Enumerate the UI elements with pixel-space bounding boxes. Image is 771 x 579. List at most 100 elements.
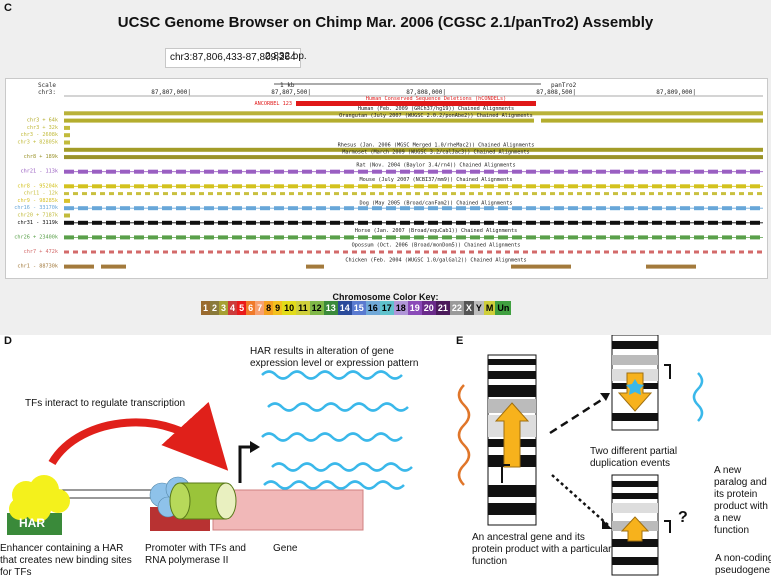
chain-block	[568, 192, 573, 196]
chain-block	[526, 184, 536, 189]
chain-block	[442, 169, 452, 174]
chain-block	[568, 220, 578, 225]
chain-block	[750, 206, 760, 211]
chain-block	[372, 184, 382, 189]
chain-block	[550, 192, 555, 196]
chain-block	[582, 184, 592, 189]
chain-block	[302, 206, 312, 211]
chain-block	[484, 206, 494, 211]
chain-block	[100, 250, 105, 254]
chain-block	[288, 235, 298, 240]
track-chrom-label: chr3 + 82805k	[17, 140, 58, 146]
chain-block	[433, 192, 438, 196]
chain-block	[397, 250, 402, 254]
chain-block	[176, 184, 186, 189]
transcript-wave	[263, 480, 405, 490]
chain-block	[442, 250, 447, 254]
condel-feature	[296, 101, 536, 106]
chain-block	[78, 220, 88, 225]
chain-block	[712, 250, 717, 254]
chain-block	[109, 250, 114, 254]
chain-block	[511, 264, 571, 269]
chain-block	[64, 220, 74, 225]
chain-block	[526, 169, 536, 174]
chain-block	[708, 184, 718, 189]
chain-block	[680, 220, 690, 225]
chain-block	[271, 192, 276, 196]
track-title: Marmoset (March 2009 (WUGSC 3.2/calJac3)…	[342, 150, 529, 156]
chain-block	[649, 250, 654, 254]
chain-block	[750, 235, 760, 240]
chain-block	[582, 235, 592, 240]
chain-block	[218, 169, 228, 174]
pseudogene-chromosome	[611, 474, 671, 576]
chain-block	[226, 250, 231, 254]
chain-block	[148, 220, 158, 225]
chain-block	[703, 192, 708, 196]
chain-block	[646, 264, 696, 269]
color-key-chip: 8	[264, 301, 274, 315]
chain-block	[496, 250, 501, 254]
chain-block	[274, 184, 284, 189]
chain-block	[260, 235, 270, 240]
chain-block	[666, 220, 676, 225]
chain-block	[235, 250, 240, 254]
chain-block	[127, 250, 132, 254]
chain-block	[610, 220, 620, 225]
chain-block	[652, 235, 662, 240]
chain-block	[456, 169, 466, 174]
chain-block	[400, 184, 410, 189]
chain-block	[757, 250, 762, 254]
chain-block	[596, 184, 606, 189]
chain-block	[145, 250, 150, 254]
chain-block	[325, 250, 330, 254]
position-box[interactable]: chr3:87,806,433-87,809,264	[165, 48, 301, 68]
chain-block	[120, 184, 130, 189]
enhancer-tf-cloud	[9, 475, 70, 522]
track-title: Rhesus (Jan. 2006 (MGSC Merged 1.0/rheMa…	[338, 142, 535, 148]
chain-block	[631, 192, 636, 196]
chain-block	[541, 118, 763, 123]
chain-block	[386, 235, 396, 240]
chain-block	[428, 206, 438, 211]
chain-block	[526, 220, 536, 225]
chain-block	[78, 169, 88, 174]
paralog-protein	[692, 372, 704, 422]
chain-block	[414, 220, 424, 225]
chain-block	[92, 169, 102, 174]
chain-block	[708, 220, 718, 225]
chain-block	[316, 169, 326, 174]
chain-block	[361, 250, 366, 254]
color-key-chip: 9	[273, 301, 283, 315]
color-key-chip: 2	[210, 301, 220, 315]
chain-block	[204, 220, 214, 225]
chain-block	[694, 206, 704, 211]
chain-block	[162, 220, 172, 225]
chain-block	[372, 169, 382, 174]
chain-block	[386, 184, 396, 189]
chain-block	[372, 220, 382, 225]
transcript-wave	[261, 370, 403, 380]
track-title: Human Conserved Sequence Deletions (hCON…	[366, 96, 507, 102]
tf-interact-text: TFs interact to regulate transcription	[25, 398, 186, 409]
color-key-chip: 18	[393, 301, 408, 315]
chain-block	[487, 250, 492, 254]
track-title: Rat (Nov. 2004 (Baylor 3.4/rn4)) Chained…	[356, 162, 515, 168]
chain-block	[344, 220, 354, 225]
chain-block	[134, 169, 144, 174]
chain-block	[424, 192, 429, 196]
color-key-chip: 14	[337, 301, 352, 315]
gene-box	[212, 489, 364, 531]
ruler-tick: 87,807,000|	[151, 89, 191, 96]
chain-block	[736, 206, 746, 211]
chain-block	[739, 192, 744, 196]
chain-block	[505, 250, 510, 254]
chain-block	[610, 206, 620, 211]
chain-block	[91, 192, 96, 196]
chain-block	[739, 250, 744, 254]
track-chrom-label: chr8 - 95204k	[17, 183, 58, 189]
chain-block	[298, 192, 303, 196]
chain-block	[596, 206, 606, 211]
chain-block	[523, 192, 528, 196]
